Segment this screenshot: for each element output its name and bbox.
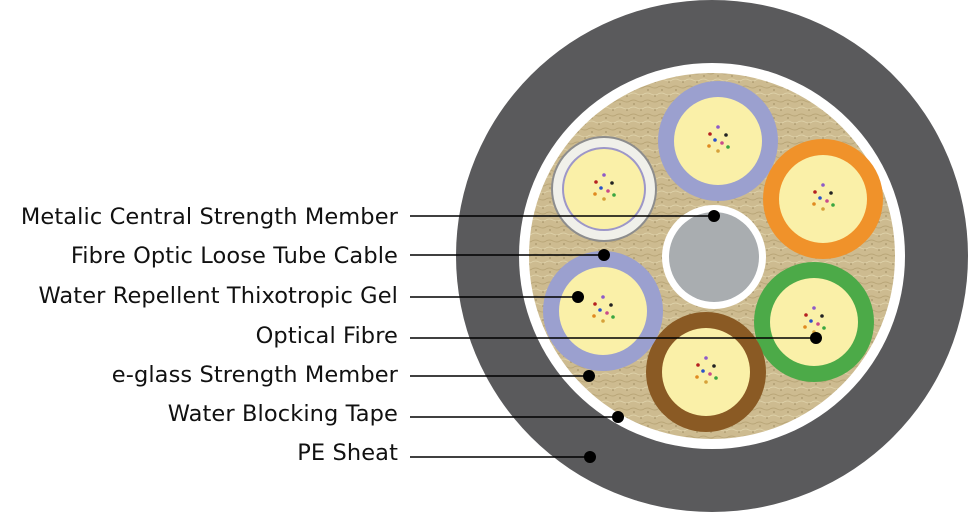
optical-fibre-dot bbox=[611, 315, 615, 319]
optical-fibre-dot bbox=[707, 144, 711, 148]
optical-fibre-dot bbox=[816, 322, 820, 326]
loose-tube-2 bbox=[658, 81, 778, 201]
optical-fibre-dot bbox=[714, 376, 718, 380]
optical-fibre-dot bbox=[592, 314, 596, 318]
optical-fibre-dot bbox=[696, 363, 700, 367]
label-e-glass-strength-member: e-glass Strength Member bbox=[111, 362, 398, 388]
optical-fibre-dot bbox=[716, 149, 720, 153]
central-strength-member bbox=[669, 212, 759, 302]
leader-dot-5 bbox=[583, 370, 595, 382]
thixotropic-gel bbox=[662, 328, 750, 416]
label-fibre-optic-loose-tube-cable: Fibre Optic Loose Tube Cable bbox=[70, 243, 398, 269]
optical-fibre-dot bbox=[713, 138, 717, 142]
optical-fibre-dot bbox=[701, 369, 705, 373]
optical-fibre-dot bbox=[712, 364, 716, 368]
thixotropic-gel bbox=[674, 97, 762, 185]
loose-tube-4 bbox=[754, 262, 874, 382]
optical-fibre-dot bbox=[812, 306, 816, 310]
optical-fibre-dot bbox=[829, 191, 833, 195]
optical-fibre-dot bbox=[602, 197, 606, 201]
leader-dot-4 bbox=[810, 332, 822, 344]
optical-fibre-dot bbox=[813, 190, 817, 194]
optical-fibre-dot bbox=[822, 326, 826, 330]
optical-fibre-dot bbox=[708, 372, 712, 376]
optical-fibre-dot bbox=[599, 186, 603, 190]
optical-fibre-dot bbox=[602, 173, 606, 177]
loose-tube-1 bbox=[551, 136, 657, 242]
optical-fibre-dot bbox=[831, 203, 835, 207]
loose-tube-5 bbox=[646, 312, 766, 432]
optical-fibre-dot bbox=[606, 189, 610, 193]
thixotropic-gel bbox=[559, 267, 647, 355]
label-pe-sheat: PE Sheat bbox=[297, 440, 398, 466]
optical-fibre-dot bbox=[803, 325, 807, 329]
leader-lines bbox=[410, 210, 822, 463]
leader-dot-1 bbox=[708, 210, 720, 222]
optical-fibre-dot bbox=[601, 319, 605, 323]
optical-fibre-dot bbox=[825, 199, 829, 203]
optical-fibre-dot bbox=[594, 180, 598, 184]
optical-fibre-dot bbox=[820, 314, 824, 318]
thixotropic-gel bbox=[779, 155, 867, 243]
optical-fibre-dot bbox=[809, 319, 813, 323]
optical-fibre-dot bbox=[598, 308, 602, 312]
optical-fibre-dot bbox=[593, 302, 597, 306]
optical-fibre-dot bbox=[812, 202, 816, 206]
optical-fibre-dot bbox=[605, 311, 609, 315]
leader-dot-3 bbox=[572, 291, 584, 303]
optical-fibre-dot bbox=[726, 145, 730, 149]
optical-fibre-dot bbox=[708, 132, 712, 136]
optical-fibre-dot bbox=[695, 375, 699, 379]
optical-fibre-dot bbox=[704, 380, 708, 384]
optical-fibre-dot bbox=[804, 313, 808, 317]
thixotropic-gel bbox=[564, 149, 644, 229]
label-optical-fibre: Optical Fibre bbox=[255, 323, 398, 349]
label-water-blocking-tape: Water Blocking Tape bbox=[167, 401, 398, 427]
optical-fibre-dot bbox=[720, 141, 724, 145]
leader-dot-7 bbox=[584, 451, 596, 463]
label-water-repellent-thixotropic-gel: Water Repellent Thixotropic Gel bbox=[38, 283, 398, 309]
optical-fibre-dot bbox=[716, 125, 720, 129]
optical-fibre-dot bbox=[821, 207, 825, 211]
tube-jacket-outline bbox=[551, 136, 657, 242]
optical-fibre-dot bbox=[821, 183, 825, 187]
optical-fibre-dot bbox=[818, 196, 822, 200]
thixotropic-gel bbox=[770, 278, 858, 366]
optical-fibre-dot bbox=[612, 193, 616, 197]
optical-fibre-dot bbox=[593, 192, 597, 196]
optical-fibre-dot bbox=[609, 303, 613, 307]
loose-tubes bbox=[543, 81, 883, 432]
optical-fibre-dot bbox=[610, 181, 614, 185]
optical-fibre-dot bbox=[601, 295, 605, 299]
loose-tube-6 bbox=[543, 251, 663, 371]
loose-tube-3 bbox=[763, 139, 883, 259]
optical-fibre-dot bbox=[704, 356, 708, 360]
optical-fibre-dot bbox=[724, 133, 728, 137]
label-metalic-central-strength-member: Metalic Central Strength Member bbox=[20, 204, 398, 230]
leader-dot-6 bbox=[612, 411, 624, 423]
leader-dot-2 bbox=[598, 249, 610, 261]
